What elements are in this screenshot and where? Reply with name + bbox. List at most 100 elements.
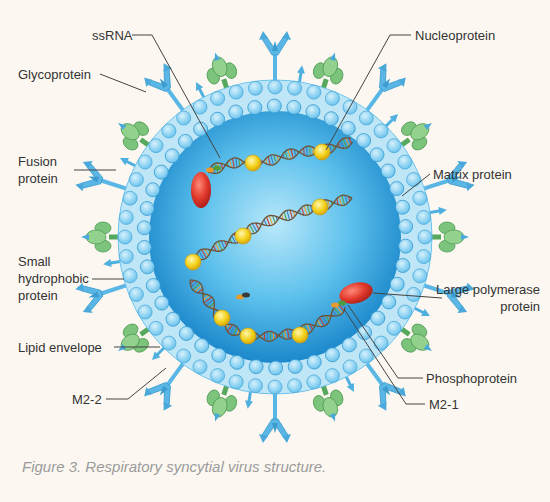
matrix-bead <box>306 105 320 119</box>
lipid-head <box>374 336 388 350</box>
base-pair <box>267 332 268 342</box>
protein-head <box>262 36 288 55</box>
base-pair <box>304 206 307 216</box>
matrix-bead <box>212 348 226 362</box>
protein-tip <box>396 74 409 87</box>
leader-line <box>348 305 423 378</box>
small-protein-layer <box>206 166 346 308</box>
lipid-head <box>288 379 302 393</box>
base-pair <box>325 316 329 322</box>
protein-head <box>262 419 288 438</box>
matrix-bead <box>269 361 283 375</box>
rna-strand <box>208 142 352 172</box>
part-label: Large polymerase protein <box>422 281 540 315</box>
lipid-head <box>149 139 163 153</box>
lipid-head <box>211 91 225 105</box>
part-label: Phosphoprotein <box>426 370 536 387</box>
small-hydrophobic-protein <box>149 337 175 363</box>
lipid-head <box>268 80 282 94</box>
rna-helix <box>186 195 352 267</box>
accessory-protein <box>206 168 214 173</box>
protein-tip <box>330 52 338 61</box>
base-pair <box>268 157 270 166</box>
protein-tip <box>141 74 154 87</box>
matrix-bead <box>341 121 355 135</box>
accessory-protein <box>338 301 346 306</box>
lipid-head <box>229 85 243 99</box>
lipid-head <box>398 155 412 169</box>
protein-lobe <box>118 331 142 354</box>
matrix-bead <box>146 183 160 197</box>
base-pair <box>233 327 237 335</box>
lipid-head <box>407 287 421 301</box>
leader-line <box>106 368 166 399</box>
protein-tip <box>330 413 338 422</box>
lipid-head <box>407 173 421 187</box>
matrix-bead <box>140 201 154 215</box>
matrix-bead <box>288 359 302 373</box>
part-label: Glycoprotein <box>18 66 118 83</box>
protein-tip <box>424 344 434 354</box>
matrix-bead <box>140 260 154 274</box>
matrix-bead <box>166 312 180 326</box>
leader-layer <box>74 35 442 404</box>
accessory-protein <box>242 293 250 298</box>
matrix-bead <box>287 100 301 114</box>
leader-line <box>326 35 411 150</box>
matrix-bead <box>267 99 281 113</box>
part-label: M2-2 <box>72 391 112 408</box>
matrix-bead <box>381 164 395 178</box>
protein-tip <box>347 383 358 394</box>
virus-core <box>149 111 401 363</box>
base-pair <box>291 149 293 158</box>
protein-head <box>146 67 178 98</box>
lipid-head <box>417 250 431 264</box>
protein-tip <box>272 41 278 51</box>
lipid-head <box>248 81 262 95</box>
base-pair <box>332 311 336 316</box>
matrix-bead <box>211 112 225 126</box>
protein-tip <box>244 400 253 409</box>
base-pair <box>345 195 347 203</box>
part-label: ssRNA <box>92 27 152 44</box>
matrix-bead <box>137 240 151 254</box>
lipid-head <box>177 111 191 125</box>
lipid-head <box>129 287 143 301</box>
protein-head <box>80 163 106 194</box>
matrix-bead <box>178 134 192 148</box>
matrix-ring <box>137 99 412 375</box>
figure-caption: Figure 3. Respiratory syncytial virus st… <box>22 458 326 475</box>
protein-tip <box>157 386 168 398</box>
rna-layer <box>186 138 352 341</box>
matrix-bead <box>371 311 385 325</box>
lipid-head <box>123 191 137 205</box>
leader-line <box>114 347 160 348</box>
protein-tip <box>74 180 85 191</box>
lipid-head <box>229 375 243 389</box>
base-pair <box>235 158 237 168</box>
leader-line <box>373 293 442 298</box>
rna-helix <box>208 138 352 174</box>
protein-tip <box>81 158 92 169</box>
protein-tip <box>160 400 173 413</box>
protein-tip <box>382 386 393 398</box>
leader-line <box>344 309 425 404</box>
lipid-head <box>325 91 339 105</box>
base-pair <box>267 217 270 226</box>
protein-tip <box>457 305 468 316</box>
lipid-head <box>343 360 357 374</box>
lipid-head <box>325 369 339 383</box>
base-pair <box>285 330 287 339</box>
base-pair <box>309 146 311 156</box>
base-pair <box>269 216 272 225</box>
nucleoprotein-ball <box>214 310 230 326</box>
lipid-head <box>374 124 388 138</box>
protein-tip <box>88 174 99 183</box>
base-pair <box>287 329 289 339</box>
base-pair <box>233 158 235 168</box>
lipid-head <box>211 369 225 383</box>
base-pair <box>205 249 209 256</box>
protein-lobe <box>408 120 432 143</box>
rna-strand <box>186 198 352 260</box>
